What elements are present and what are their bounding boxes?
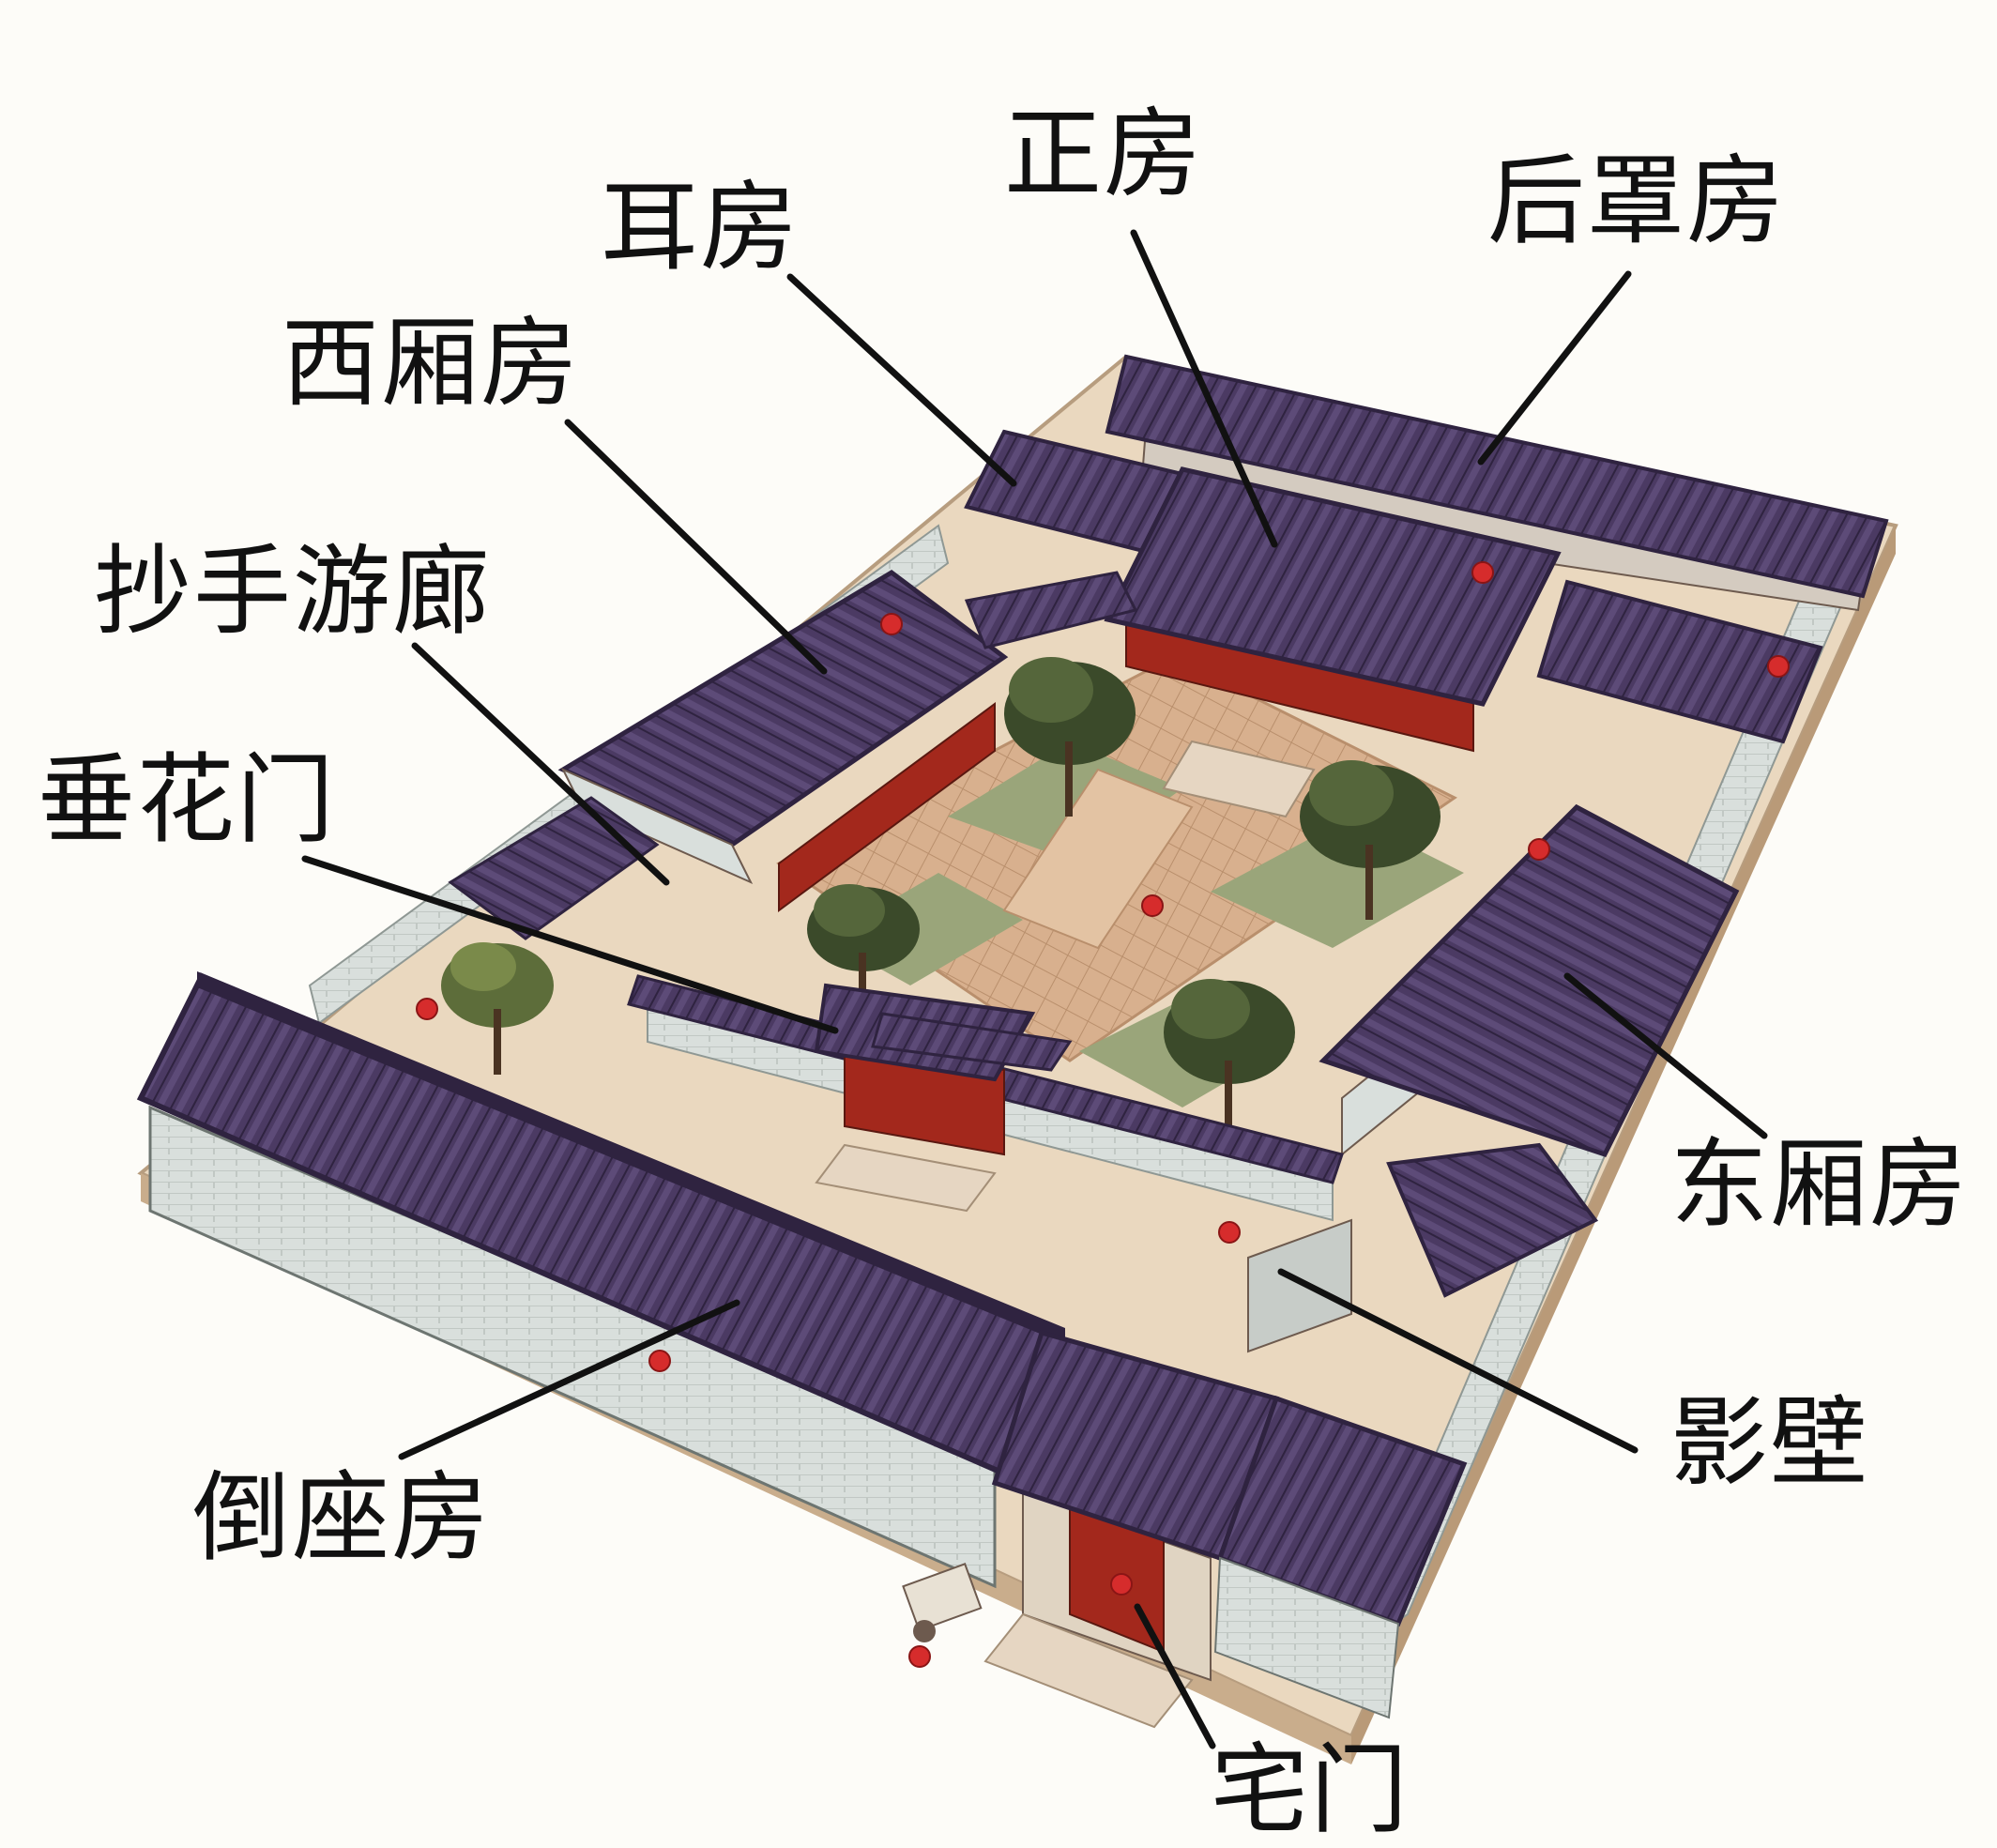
- front-east-end-wall: [1213, 1556, 1400, 1719]
- tree-4: [1164, 979, 1295, 1140]
- label-ying-bi: 影壁: [1670, 1385, 1870, 1500]
- leader-chui-hua-men: [301, 855, 839, 1034]
- dao-zuo-fang-roof-ridge: [197, 971, 1065, 1344]
- leader-dao-zuo-fang: [398, 1299, 740, 1460]
- leader-zheng-fang: [1130, 229, 1278, 548]
- er-fang-east-roof: [1536, 579, 1823, 744]
- leader-dong-xiang-fang: [1563, 972, 1768, 1139]
- cart: [902, 1563, 983, 1642]
- xi-xiang-fang-facade: [778, 702, 996, 912]
- label-zhai-men: 宅门: [1211, 1733, 1410, 1847]
- label-dao-zuo-fang: 倒座房: [192, 1460, 492, 1575]
- label-chui-hua-men: 垂花门: [38, 742, 337, 857]
- chui-hua-men-gate: [814, 983, 1073, 1213]
- ying-bi-screen-wall: [1247, 1218, 1352, 1353]
- leader-lines: [301, 229, 1768, 1749]
- veranda-north: [964, 571, 1138, 649]
- label-chao-shou-you-lang: 抄手游廊: [94, 534, 493, 649]
- dong-xiang-fang-roof: [1319, 803, 1740, 1158]
- base-edge-east: [1351, 526, 1896, 1764]
- zheng-fang-steps: [1162, 740, 1316, 818]
- leader-ying-bi: [1277, 1268, 1639, 1454]
- label-xi-xiang-fang: 西厢房: [282, 306, 581, 420]
- zheng-fang-roof: [1104, 466, 1562, 707]
- label-hou-zhao-fang: 后罩房: [1487, 144, 1787, 258]
- tree-1: [1004, 657, 1136, 817]
- lanterns: [416, 561, 1790, 1668]
- front-east-room-roof: [1386, 1142, 1599, 1298]
- label-zheng-fang: 正房: [1004, 97, 1204, 211]
- leader-zhai-men: [1134, 1603, 1216, 1749]
- hou-zhao-fang-roof: [1105, 354, 1889, 599]
- central-path: [1002, 768, 1194, 950]
- label-er-fang: 耳房: [601, 170, 800, 284]
- leader-xi-xiang-fang: [564, 419, 828, 675]
- leader-hou-zhao-fang: [1477, 270, 1632, 466]
- leader-er-fang: [786, 273, 1017, 487]
- label-dong-xiang-fang: 东厢房: [1670, 1127, 1970, 1242]
- leader-chao-shou-you-lang: [411, 642, 670, 886]
- tree-3: [807, 884, 920, 1018]
- tree-5: [441, 942, 554, 1075]
- tree-2: [1300, 760, 1441, 920]
